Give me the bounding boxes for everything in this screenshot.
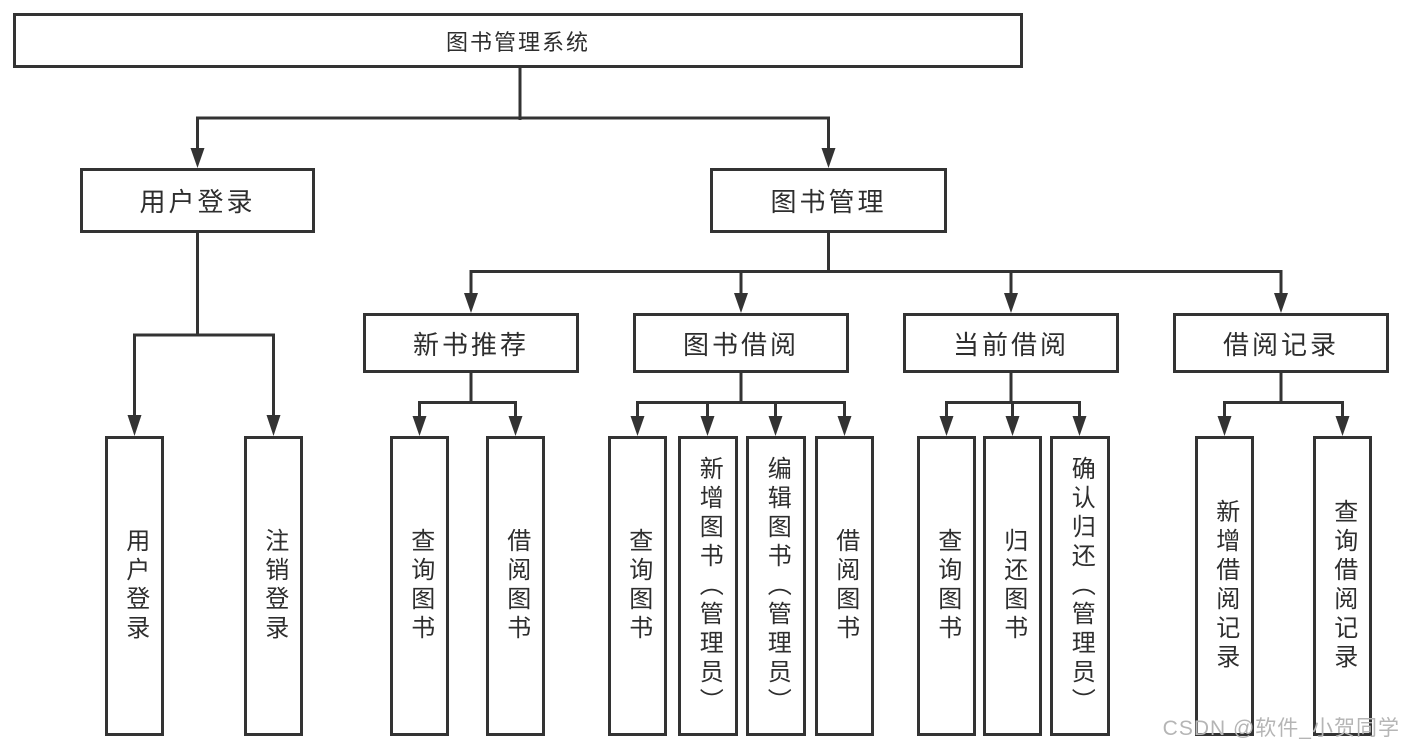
node-label: 查询图书 <box>406 528 434 644</box>
node-library-system: 图书管理系统 <box>13 13 1023 68</box>
node-current-borrowing: 当前借阅 <box>903 313 1119 373</box>
node-borrowing-records: 借阅记录 <box>1173 313 1389 373</box>
node-label: 图书管理 <box>770 187 887 217</box>
leaf-borrow-books-1: 借阅图书 <box>486 436 545 736</box>
node-label: 新书推荐 <box>412 329 529 360</box>
leaf-logout: 注销登录 <box>244 436 303 736</box>
leaf-add-borrow-record: 新增借阅记录 <box>1195 436 1254 736</box>
node-label: 用户登录 <box>121 528 149 644</box>
leaf-user-login: 用户登录 <box>105 436 164 736</box>
node-book-borrowing: 图书借阅 <box>633 313 849 373</box>
leaf-query-books-2: 查询图书 <box>608 436 667 736</box>
node-user-login: 用户登录 <box>80 168 315 233</box>
leaf-add-book-admin: 新增图书（管理员） <box>678 436 738 736</box>
node-label: 图书借阅 <box>682 329 799 360</box>
node-label: 借阅记录 <box>1222 329 1339 360</box>
watermark: CSDN @软件_小贺同学 <box>1162 717 1400 740</box>
node-label: 当前借阅 <box>952 329 1069 360</box>
node-label: 借阅图书 <box>502 528 530 644</box>
leaf-confirm-return-admin: 确认归还（管理员） <box>1050 436 1110 736</box>
node-label: 查询借阅记录 <box>1329 499 1357 673</box>
node-label: 新增图书（管理员） <box>695 455 723 717</box>
node-book-management: 图书管理 <box>710 168 947 233</box>
leaf-return-book: 归还图书 <box>983 436 1042 736</box>
node-label: 编辑图书（管理员） <box>763 455 791 717</box>
node-label: 图书管理系统 <box>445 29 590 55</box>
node-label: 新增借阅记录 <box>1211 499 1239 673</box>
node-label: 查询图书 <box>624 528 652 644</box>
node-label: 归还图书 <box>999 528 1027 644</box>
leaf-edit-book-admin: 编辑图书（管理员） <box>746 436 806 736</box>
leaf-query-borrow-record: 查询借阅记录 <box>1313 436 1372 736</box>
node-label: 注销登录 <box>260 528 288 644</box>
leaf-query-books-3: 查询图书 <box>917 436 976 736</box>
node-label: 借阅图书 <box>831 528 859 644</box>
node-label: 查询图书 <box>933 528 961 644</box>
leaf-query-books-1: 查询图书 <box>390 436 449 736</box>
node-new-book-recommend: 新书推荐 <box>363 313 579 373</box>
node-label: 确认归还（管理员） <box>1067 455 1095 717</box>
node-label: 用户登录 <box>139 187 256 217</box>
leaf-borrow-books-2: 借阅图书 <box>815 436 874 736</box>
